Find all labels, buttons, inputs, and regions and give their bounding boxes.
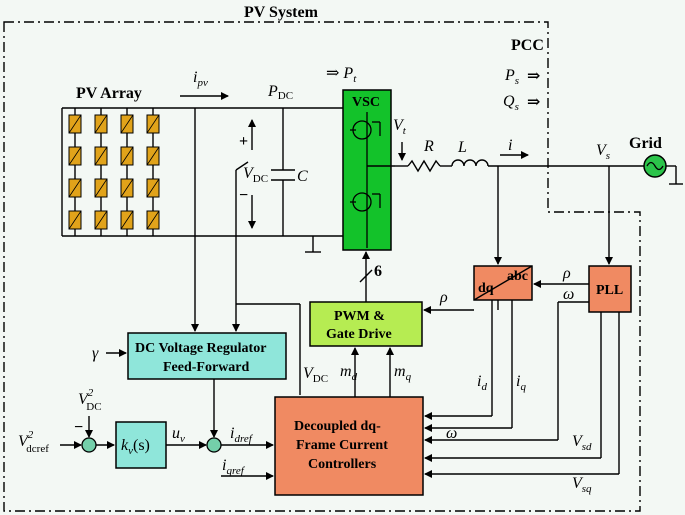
inductor-label: L (457, 139, 467, 156)
vdc-minus: − (239, 187, 248, 204)
iq-label: iq (516, 373, 526, 393)
vdc-ctrl-label: VDC (303, 365, 328, 385)
vsq-label: Vsq (572, 475, 592, 495)
ps-arrow: ⇒ (527, 68, 540, 85)
dec-label-3: Controllers (308, 457, 377, 472)
pv-module-mark (146, 210, 160, 230)
uv-label: uv (172, 425, 185, 445)
dec-label-1: Decoupled dq- (294, 419, 381, 434)
pv-module-mark (120, 178, 134, 198)
vdc-plus: + (239, 133, 248, 150)
gate-count-label: 6 (374, 263, 382, 280)
pv-module-mark (94, 146, 108, 166)
abc-label: abc (507, 269, 528, 284)
pll-label: PLL (596, 283, 623, 298)
vdc-tick (235, 161, 249, 171)
gate-bus-slash (359, 269, 373, 283)
igbt-icon (350, 112, 381, 248)
pv-module-mark (68, 210, 82, 230)
capacitor-label: C (297, 168, 308, 185)
resistor-label: R (423, 138, 434, 155)
i-line-label: i (508, 137, 512, 154)
pwm-gate-drive-block (309, 301, 423, 347)
pv-module-mark (120, 210, 134, 230)
ps-label: Ps (504, 67, 519, 87)
dcv-label-1: DC Voltage Regulator (135, 341, 266, 356)
pcc-label: PCC (511, 37, 544, 54)
dcv-label-2: Feed-Forward (163, 360, 250, 375)
rho-pwm-label: ρ (439, 289, 448, 306)
pll-block (588, 265, 632, 313)
resistor-icon (407, 159, 441, 173)
sum1-minus: − (74, 419, 83, 436)
summing-junction-2 (206, 437, 222, 453)
pv-array-label: PV Array (76, 85, 142, 102)
system-title: PV System (244, 4, 319, 21)
dq-abc-divider (473, 265, 533, 301)
pv-module-mark (68, 114, 82, 134)
pv-system-boundary (3, 21, 641, 512)
gamma-label: γ (92, 345, 99, 362)
pv-module-mark (120, 114, 134, 134)
grid-label: Grid (629, 135, 662, 152)
mq-label: mq (394, 363, 412, 383)
vsd-label: Vsd (572, 433, 592, 453)
pv-module-mark (94, 114, 108, 134)
qs-label: Qs (503, 93, 519, 113)
pv-module-mark (94, 210, 108, 230)
pv-module-mark (68, 178, 82, 198)
pv-module-mark (146, 114, 160, 134)
kv-label: kv(s) (121, 437, 150, 457)
dq-label: dq (478, 281, 494, 296)
qs-arrow: ⇒ (527, 94, 540, 111)
ipv-label: ipv (193, 69, 208, 89)
pv-array (61, 107, 343, 237)
pdc-label: PDC (267, 83, 293, 102)
dec-label-2: Frame Current (296, 438, 388, 453)
pt-label: ⇒ Pt (326, 65, 357, 85)
pv-module-mark (120, 146, 134, 166)
vs-label: Vs (596, 142, 610, 162)
pv-module-mark (146, 178, 160, 198)
summing-junction-1 (81, 437, 97, 453)
decoupled-dq-controller-block (274, 396, 424, 496)
rho-pll-label: ρ (562, 265, 571, 282)
pwm-label-1: PWM & (334, 309, 385, 324)
vt-label: Vt (393, 117, 407, 137)
kv-block (115, 421, 167, 469)
pv-module-mark (68, 146, 82, 166)
vsc-label: VSC (352, 95, 380, 110)
idref-label: idref (230, 425, 254, 445)
omega-ctrl-label: ω (446, 425, 457, 442)
id-label: id (477, 373, 487, 393)
dc-voltage-regulator-block (127, 332, 287, 380)
inductor-icon (451, 159, 489, 167)
pv-module-mark (94, 178, 108, 198)
sine-icon (646, 161, 664, 171)
iqref-label: iqref (222, 457, 246, 477)
pv-module-mark (146, 146, 160, 166)
vdc-label: VDC (243, 165, 268, 185)
omega-pll-label: ω (563, 286, 574, 303)
pwm-label-2: Gate Drive (326, 327, 392, 342)
md-label: md (340, 363, 358, 383)
